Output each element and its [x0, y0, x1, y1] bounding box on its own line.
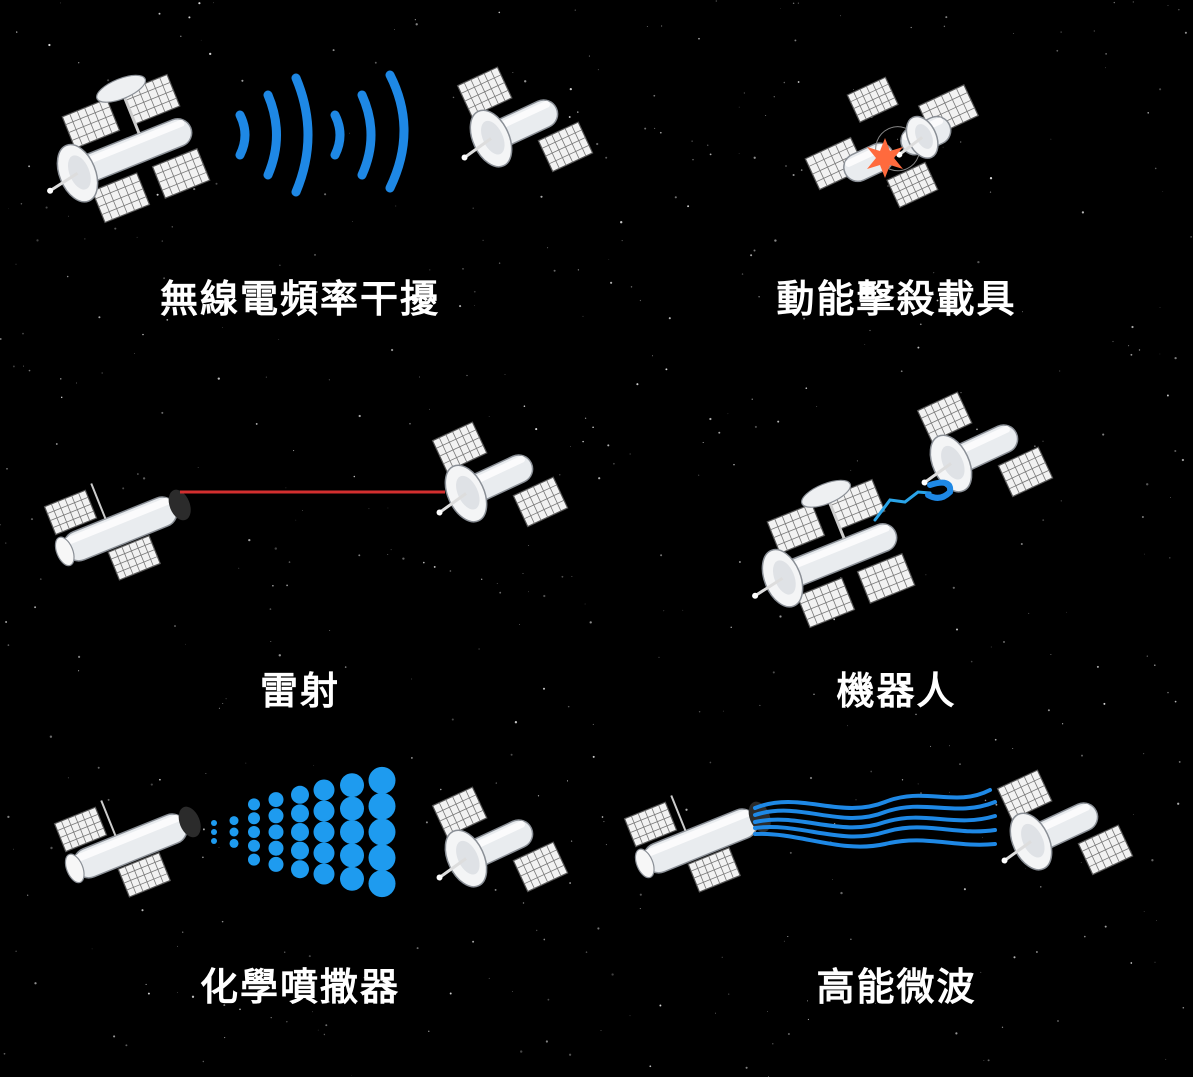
- satellite-icon: [47, 73, 211, 224]
- satellite-icon: [804, 76, 980, 209]
- spray-icon: [211, 766, 396, 898]
- rf-jamming-illustration: [47, 66, 594, 224]
- microwave-icon: [753, 788, 997, 849]
- panel-label-robotic: 機器人: [836, 669, 957, 713]
- panel-high-power-microwave: 高能微波: [600, 720, 1193, 1077]
- satellite-icon: [43, 483, 191, 581]
- satellite-icon: [916, 391, 1054, 498]
- satellite-icon: [623, 795, 771, 893]
- radio-wave-icon: [235, 70, 409, 197]
- robotic-arm-icon: [873, 479, 954, 522]
- satellite-icon: [53, 800, 201, 898]
- panel-label-kinetic-kill: 動能擊殺載具: [776, 277, 1017, 321]
- high-power-microwave-illustration: [623, 769, 1134, 893]
- robotic-illustration: [752, 391, 1054, 629]
- satellite-icon: [996, 769, 1134, 876]
- panel-robotic: 機器人: [600, 360, 1193, 720]
- panel-kinetic-kill: 動能擊殺載具: [600, 0, 1193, 360]
- satellite-icon: [431, 421, 569, 528]
- chemical-spray-illustration: [53, 766, 569, 898]
- panel-label-high-power-microwave: 高能微波: [816, 965, 977, 1009]
- panel-rf-jamming: 無線電頻率干擾: [0, 0, 600, 360]
- kinetic-kill-illustration: [804, 76, 980, 209]
- satellite-icon: [752, 478, 916, 629]
- panel-label-rf-jamming: 無線電頻率干擾: [159, 277, 440, 321]
- explosion-icon: [867, 138, 903, 178]
- panel-label-chemical-spray: 化學噴撒器: [199, 965, 400, 1009]
- panel-label-laser: 雷射: [259, 669, 340, 713]
- satellite-icon: [456, 66, 594, 173]
- panel-laser: 雷射: [0, 360, 600, 720]
- laser-illustration: [43, 421, 569, 581]
- panel-chemical-spray: 化學噴撒器: [0, 720, 600, 1077]
- satellite-icon: [431, 786, 569, 893]
